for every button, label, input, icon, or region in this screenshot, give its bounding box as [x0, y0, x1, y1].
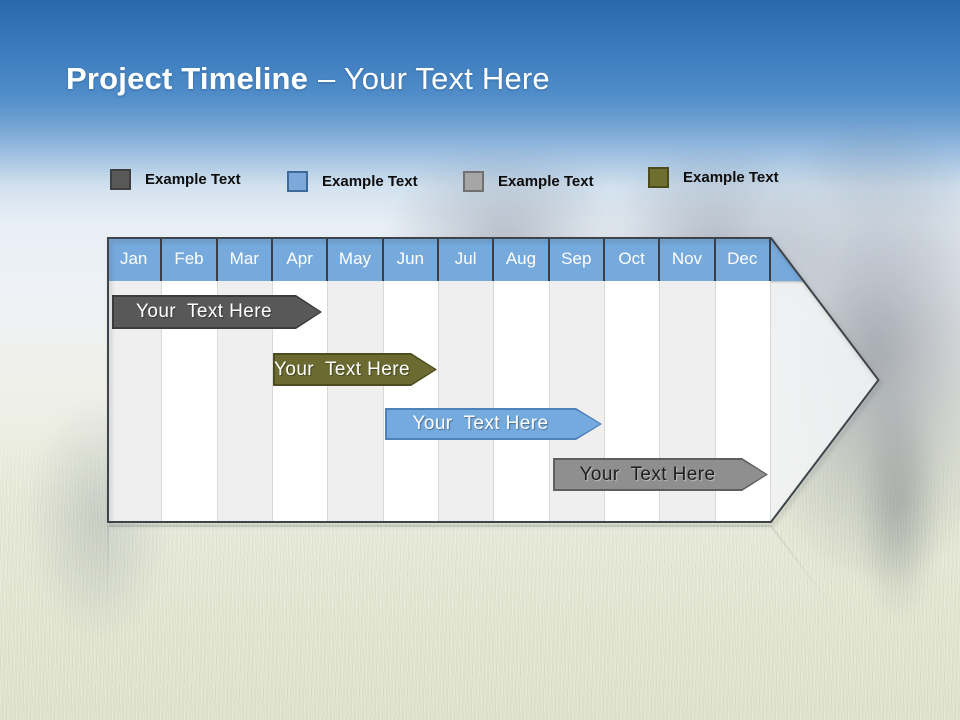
month-header-cell: Oct: [605, 237, 661, 281]
timeline-bar: Your Text Here: [273, 353, 437, 386]
bar-label: Your Text Here: [412, 413, 549, 434]
title-main: Project Timeline: [66, 61, 309, 96]
legend-label: Example Text: [145, 171, 241, 188]
legend-swatch: [110, 169, 131, 190]
bar-fill: [114, 297, 320, 327]
grid-column: [328, 281, 384, 523]
legend-item: Example Text: [648, 167, 779, 188]
bar-label: Your Text Here: [579, 463, 716, 485]
month-header-cell: Sep: [550, 237, 605, 281]
month-header-cell: Jul: [439, 237, 495, 281]
bar-label: Your Text Here: [136, 301, 272, 322]
grid-column: [383, 281, 439, 523]
arrow-reflection: [107, 525, 880, 720]
timeline-arrow: Jan Feb Mar Apr May Jun Jul Aug Sep Oct …: [107, 237, 880, 523]
month-header-cell: Nov: [660, 237, 716, 281]
timeline-bar: Your Text Here: [385, 408, 602, 440]
legend-item: Example Text: [287, 171, 418, 192]
legend-label: Example Text: [498, 173, 594, 190]
bar-fill: [387, 410, 600, 438]
legend-label: Example Text: [683, 169, 779, 186]
month-header-cell: Dec: [716, 237, 771, 281]
month-header-cell: Jun: [384, 237, 439, 281]
legend-label: Example Text: [322, 173, 418, 190]
month-header-cell: Jan: [107, 237, 163, 281]
bar-fill: [555, 460, 766, 489]
month-header-cell: May: [328, 237, 384, 281]
month-header-cell: Aug: [494, 237, 550, 281]
timeline-bar: Your Text Here: [112, 295, 322, 329]
legend-item: Example Text: [463, 171, 594, 192]
grid-column: [494, 281, 550, 523]
month-header-row: Jan Feb Mar Apr May Jun Jul Aug Sep Oct …: [107, 237, 880, 281]
month-header-cell: Apr: [273, 237, 329, 281]
legend-item: Example Text: [110, 169, 241, 190]
legend-swatch: [463, 171, 484, 192]
timeline-bar: Your Text Here: [553, 458, 768, 491]
bar-label: Your Text Here: [274, 358, 410, 380]
bar-fill: [275, 355, 435, 384]
slide-title: Project Timeline – Your Text Here: [66, 60, 550, 98]
month-header-cell: Mar: [218, 237, 273, 281]
legend-swatch: [648, 167, 669, 188]
timeline-body: Jan Feb Mar Apr May Jun Jul Aug Sep Oct …: [107, 237, 880, 523]
grid-column: [438, 281, 495, 523]
month-header-cell: Feb: [162, 237, 218, 281]
legend-swatch: [287, 171, 308, 192]
title-suffix: – Your Text Here: [318, 61, 550, 96]
